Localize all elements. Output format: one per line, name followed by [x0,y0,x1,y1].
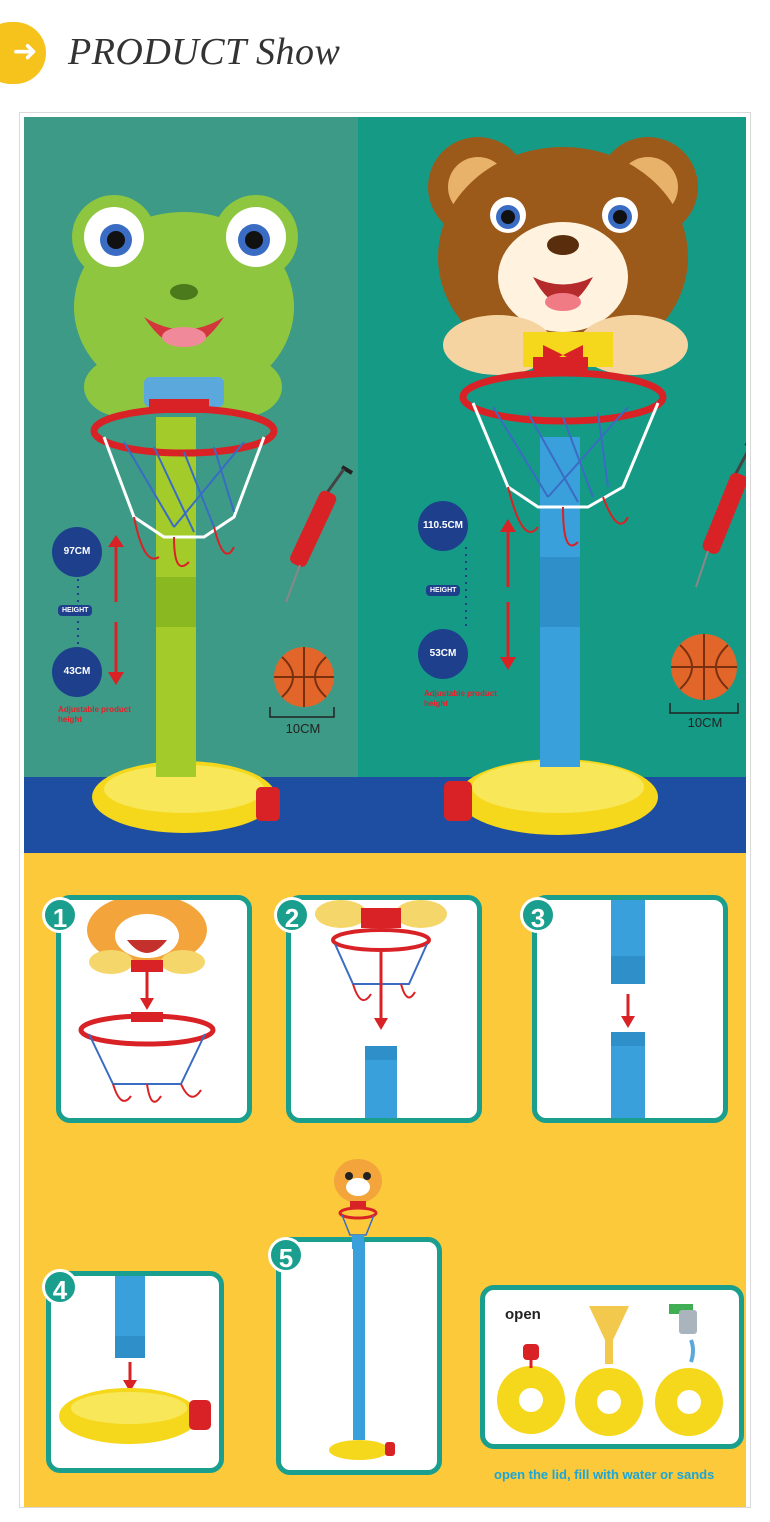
bear-hoop-panel: 110.5CM HEIGHT 53CM Adjustable product h… [358,117,746,853]
fill-caption: open the lid, fill with water or sands [494,1467,715,1482]
ball-size-label: 10CM [285,721,321,736]
step-number: 2 [274,897,310,933]
product-showcase: 97CM HEIGHT 43CM Adjustable product heig… [24,117,746,853]
step-4-illustration [59,1276,211,1444]
step-number: 1 [42,897,78,933]
step-5-illustration [329,1242,395,1460]
fill-base-illustration [497,1304,723,1436]
step-number: 4 [42,1269,78,1305]
height-label: HEIGHT [426,585,461,596]
fill-instructions-panel: open [480,1285,744,1449]
adjustable-text: Adjustable product height [424,689,497,708]
frog-hoop-illustration [72,195,354,833]
max-height-badge: 97CM [52,527,102,577]
open-label: open [505,1306,541,1323]
page-title: PRODUCT Show [68,31,341,73]
min-height-badge: 53CM [418,629,468,679]
step-number: 5 [268,1237,304,1273]
height-label: HEIGHT [58,605,93,616]
adjustable-text: Adjustable product height [58,705,131,724]
page-header: ➜ PRODUCT Show [0,0,770,100]
step-3-panel [532,895,728,1123]
product-image-frame: 97CM HEIGHT 43CM Adjustable product heig… [19,112,751,1508]
step-5-panel [276,1237,442,1475]
assembly-steps: 1 2 [24,853,746,1507]
max-height-badge: 110.5CM [418,501,468,551]
chevron-right-icon: ➜ [12,34,38,69]
min-height-badge: 43CM [52,647,102,697]
step-1-panel [56,895,252,1123]
step-2-panel [286,895,482,1123]
step-2-illustration [315,900,447,1118]
tiger-hoop-top [334,1159,382,1249]
step-1-illustration [78,900,216,1103]
ball-size-label: 10CM [687,715,723,730]
step-4-panel [46,1271,224,1473]
step-number: 3 [520,897,556,933]
step-3-illustration [611,900,645,1118]
frog-hoop-panel: 97CM HEIGHT 43CM Adjustable product heig… [24,117,358,853]
bear-hoop-illustration [428,137,746,835]
